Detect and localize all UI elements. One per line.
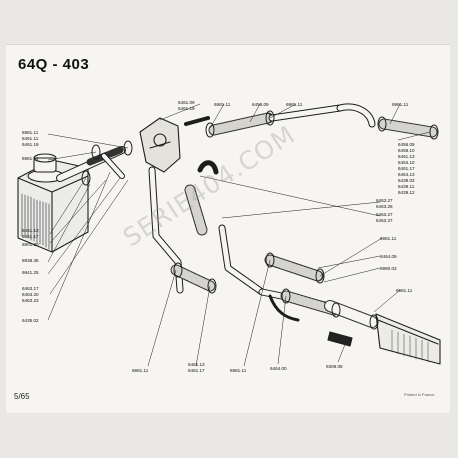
flex-hose-center xyxy=(184,160,219,236)
callout-c14: 6938.36 xyxy=(22,258,39,263)
page-number: 5/65 xyxy=(14,392,30,401)
svg-text:6461.13: 6461.13 xyxy=(188,362,205,367)
callout-c27: 6464.00 xyxy=(270,366,287,371)
svg-text:6981.11: 6981.11 xyxy=(286,102,303,107)
air-filter-box xyxy=(17,153,89,253)
callout-c9: 6456.09 6458.10 6461.13 6464.10 xyxy=(398,142,415,165)
callout-c6: 6981.11 xyxy=(22,130,39,135)
svg-text:6463.23: 6463.23 xyxy=(22,298,39,303)
svg-text:6463.27: 6463.27 xyxy=(376,198,393,203)
svg-text:6458.09: 6458.09 xyxy=(252,102,269,107)
callout-c21: 6464.09 xyxy=(380,254,397,259)
svg-text:6941.25: 6941.25 xyxy=(22,270,39,275)
callout-c20: 6981.11 xyxy=(380,236,397,241)
svg-text:6981.11: 6981.11 xyxy=(214,102,231,107)
svg-text:6463.27: 6463.27 xyxy=(376,212,393,217)
svg-text:6981.11: 6981.11 xyxy=(132,368,149,373)
callout-c15: 6941.25 xyxy=(22,270,39,275)
callout-c23: 6981.11 xyxy=(396,288,413,293)
svg-text:6901.30: 6901.30 xyxy=(22,242,39,247)
svg-text:6981.11: 6981.11 xyxy=(380,236,397,241)
svg-text:6439.11: 6439.11 xyxy=(398,184,415,189)
rubber-pad xyxy=(327,331,353,347)
svg-text:6461.11: 6461.11 xyxy=(22,136,39,141)
svg-text:6439.12: 6439.12 xyxy=(398,190,415,195)
filter-hatching xyxy=(21,193,50,250)
intake-hose-left xyxy=(56,146,126,182)
svg-text:6981.11: 6981.11 xyxy=(230,368,247,373)
callout-c2: 6981.11 xyxy=(214,102,231,107)
svg-text:6458.10: 6458.10 xyxy=(398,148,415,153)
svg-text:6938.36: 6938.36 xyxy=(22,258,39,263)
y-pipe-assembly xyxy=(218,224,441,365)
svg-text:6461.19: 6461.19 xyxy=(178,106,195,111)
svg-text:6461.17: 6461.17 xyxy=(188,368,205,373)
svg-text:6461.17: 6461.17 xyxy=(398,166,415,171)
page-title: 64Q - 403 xyxy=(18,56,90,73)
svg-text:6435.02: 6435.02 xyxy=(22,318,39,323)
svg-text:6439.03: 6439.03 xyxy=(398,178,415,183)
svg-text:6464.00: 6464.00 xyxy=(270,366,287,371)
callout-c16: 6463.17 6463.20 6463.23 xyxy=(22,286,39,303)
printed-note: Printed in France xyxy=(404,392,435,397)
svg-text:6461.19: 6461.19 xyxy=(22,142,39,147)
callout-c28: 9309.08 xyxy=(326,364,343,369)
svg-text:6461.13: 6461.13 xyxy=(22,228,39,233)
callout-c3: 6458.09 xyxy=(252,102,269,107)
callout-c26: 6981.11 xyxy=(230,368,247,373)
muffler-hatching xyxy=(391,329,429,363)
callout-c5: 6981.11 xyxy=(392,102,409,107)
svg-text:6463.27: 6463.27 xyxy=(376,218,393,223)
svg-text:6463.17: 6463.17 xyxy=(22,286,39,291)
svg-text:6980.03: 6980.03 xyxy=(380,266,397,271)
svg-text:9309.08: 9309.08 xyxy=(326,364,343,369)
svg-text:6464.09: 6464.09 xyxy=(380,254,397,259)
svg-text:6464.13: 6464.13 xyxy=(398,172,415,177)
leader-lines xyxy=(47,103,431,367)
svg-text:6463.28: 6463.28 xyxy=(376,204,393,209)
svg-text:6461.13: 6461.13 xyxy=(398,154,415,159)
callout-c11: 6439.03 6439.11 6439.12 xyxy=(398,178,415,195)
upper-hose-center xyxy=(184,103,438,138)
svg-text:6461.17: 6461.17 xyxy=(22,234,39,239)
svg-text:6461.09: 6461.09 xyxy=(178,100,195,105)
svg-text:6464.10: 6464.10 xyxy=(398,160,415,165)
svg-text:6456.09: 6456.09 xyxy=(398,142,415,147)
callout-c4: 6981.11 xyxy=(286,102,303,107)
svg-text:6981.11: 6981.11 xyxy=(22,156,39,161)
callout-c17: 6435.02 xyxy=(22,318,39,323)
svg-text:6981.11: 6981.11 xyxy=(392,102,409,107)
svg-text:6981.11: 6981.11 xyxy=(22,130,39,135)
callout-c8: 6981.11 xyxy=(22,156,39,161)
junction-block xyxy=(139,117,181,173)
small-bent-pipe xyxy=(268,294,300,322)
callout-c22: 6980.03 xyxy=(380,266,397,271)
callout-c24: 6981.11 xyxy=(132,368,149,373)
svg-text:6981.11: 6981.11 xyxy=(396,288,413,293)
svg-text:6463.20: 6463.20 xyxy=(22,292,39,297)
callout-c13: 6901.30 xyxy=(22,242,39,247)
